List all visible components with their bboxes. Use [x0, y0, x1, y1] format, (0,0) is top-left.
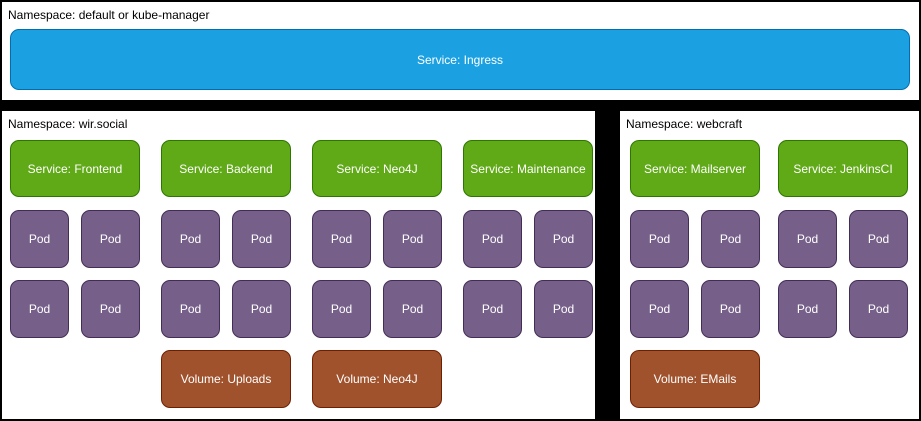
- namespace-box-webcraft[interactable]: Namespace: webcraft Service: Mailserver …: [620, 111, 919, 419]
- service-columns: Service: Mailserver Pod Pod Pod Pod Serv…: [630, 140, 908, 338]
- pod-node[interactable]: Pod: [232, 280, 291, 338]
- namespace-label-default: Namespace: default or kube-manager: [8, 8, 210, 22]
- namespace-label-wir-social: Namespace: wir.social: [8, 117, 128, 131]
- pod-node[interactable]: Pod: [383, 210, 442, 268]
- service-mailserver-node[interactable]: Service: Mailserver: [630, 140, 760, 197]
- service-jenkinsci-node[interactable]: Service: JenkinsCI: [778, 140, 908, 197]
- pod-node[interactable]: Pod: [849, 210, 908, 268]
- pod-row: Pod Pod: [10, 210, 140, 268]
- service-columns: Service: Frontend Pod Pod Pod Pod Servic…: [10, 140, 593, 338]
- service-maintenance-node[interactable]: Service: Maintenance: [463, 140, 593, 197]
- volume-spacer: [10, 350, 140, 408]
- service-group-backend: Service: Backend Pod Pod Pod Pod: [161, 140, 291, 338]
- pod-node[interactable]: Pod: [701, 280, 760, 338]
- service-ingress-node[interactable]: Service: Ingress: [10, 29, 910, 90]
- namespace-label-webcraft: Namespace: webcraft: [626, 117, 743, 131]
- service-frontend-node[interactable]: Service: Frontend: [10, 140, 140, 197]
- pod-node[interactable]: Pod: [312, 210, 371, 268]
- service-group-jenkinsci: Service: JenkinsCI Pod Pod Pod Pod: [778, 140, 908, 338]
- volume-row: Volume: Uploads Volume: Neo4J: [10, 350, 442, 408]
- pod-row: Pod Pod: [778, 280, 908, 338]
- pod-node[interactable]: Pod: [534, 280, 593, 338]
- pod-node[interactable]: Pod: [161, 280, 220, 338]
- pod-row: Pod Pod: [312, 280, 442, 338]
- pod-node[interactable]: Pod: [81, 210, 140, 268]
- namespace-box-default[interactable]: Namespace: default or kube-manager Servi…: [2, 2, 919, 100]
- volume-uploads-node[interactable]: Volume: Uploads: [161, 350, 291, 408]
- service-backend-node[interactable]: Service: Backend: [161, 140, 291, 197]
- service-group-frontend: Service: Frontend Pod Pod Pod Pod: [10, 140, 140, 338]
- pod-node[interactable]: Pod: [161, 210, 220, 268]
- pod-row: Pod Pod: [161, 210, 291, 268]
- pod-node[interactable]: Pod: [383, 280, 442, 338]
- volume-emails-node[interactable]: Volume: EMails: [630, 350, 760, 408]
- pod-row: Pod Pod: [312, 210, 442, 268]
- volume-row: Volume: EMails: [630, 350, 760, 408]
- pod-node[interactable]: Pod: [778, 280, 837, 338]
- pod-node[interactable]: Pod: [463, 210, 522, 268]
- pod-node[interactable]: Pod: [81, 280, 140, 338]
- pod-node[interactable]: Pod: [630, 280, 689, 338]
- pod-node[interactable]: Pod: [701, 210, 760, 268]
- pod-node[interactable]: Pod: [534, 210, 593, 268]
- pod-node[interactable]: Pod: [232, 210, 291, 268]
- pod-node[interactable]: Pod: [312, 280, 371, 338]
- pod-row: Pod Pod: [463, 210, 593, 268]
- pod-node[interactable]: Pod: [10, 210, 69, 268]
- pod-node[interactable]: Pod: [778, 210, 837, 268]
- namespace-box-wir-social[interactable]: Namespace: wir.social Service: Frontend …: [2, 111, 595, 419]
- pod-node[interactable]: Pod: [849, 280, 908, 338]
- service-group-maintenance: Service: Maintenance Pod Pod Pod Pod: [463, 140, 593, 338]
- pod-row: Pod Pod: [778, 210, 908, 268]
- service-neo4j-node[interactable]: Service: Neo4J: [312, 140, 442, 197]
- pod-node[interactable]: Pod: [10, 280, 69, 338]
- pod-row: Pod Pod: [630, 280, 760, 338]
- pod-row: Pod Pod: [161, 280, 291, 338]
- pod-node[interactable]: Pod: [463, 280, 522, 338]
- pod-row: Pod Pod: [463, 280, 593, 338]
- pod-row: Pod Pod: [10, 280, 140, 338]
- volume-neo4j-node[interactable]: Volume: Neo4J: [312, 350, 442, 408]
- service-group-mailserver: Service: Mailserver Pod Pod Pod Pod: [630, 140, 760, 338]
- pod-row: Pod Pod: [630, 210, 760, 268]
- service-group-neo4j: Service: Neo4J Pod Pod Pod Pod: [312, 140, 442, 338]
- pod-node[interactable]: Pod: [630, 210, 689, 268]
